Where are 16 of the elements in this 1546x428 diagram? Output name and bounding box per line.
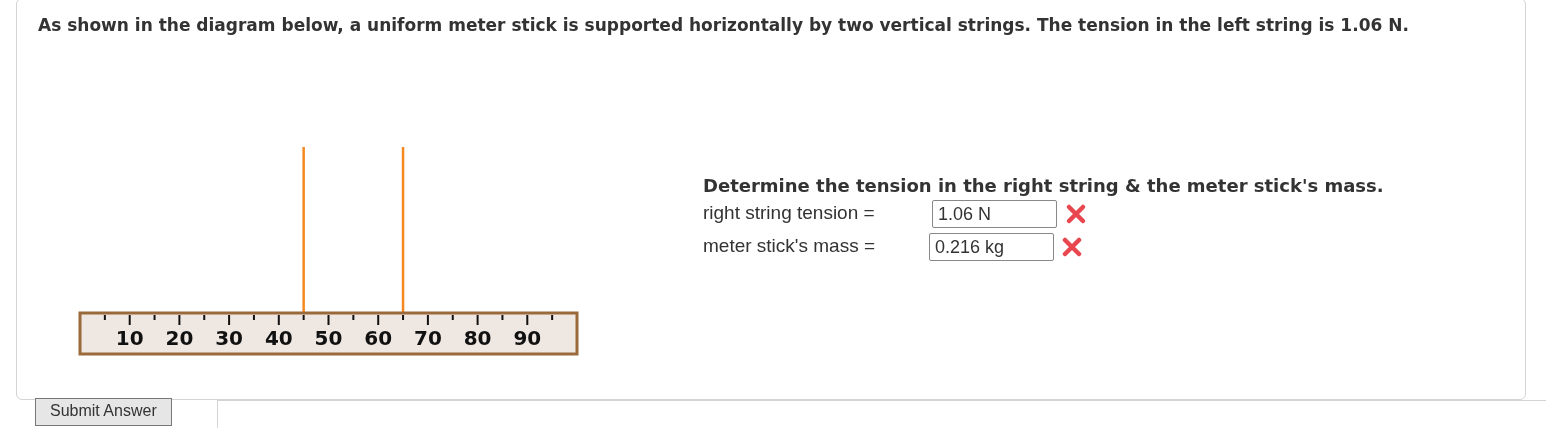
scale-number: 20 xyxy=(165,326,194,350)
answer-field: 0.216 kg xyxy=(929,233,1054,261)
answer-field: 1.06 N xyxy=(932,200,1057,228)
field-label: right string tension = xyxy=(703,202,875,224)
submit-button: Submit Answer xyxy=(35,398,172,426)
scale-number: 70 xyxy=(413,326,442,350)
field-label: meter stick's mass = xyxy=(703,235,876,257)
scale-number: 40 xyxy=(264,326,293,350)
scale-number: 80 xyxy=(463,326,492,350)
scale-number: 50 xyxy=(314,326,343,350)
scale-number: 60 xyxy=(364,326,393,350)
scale-number: 90 xyxy=(513,326,542,350)
prompt-text: Determine the tension in the right string & the meter stick's mass. xyxy=(703,175,1384,196)
scale-number: 10 xyxy=(115,326,144,350)
scale-number: 30 xyxy=(215,326,243,350)
question-text: As shown in the diagram below, a uniform meter stick is supported horizontally by two vertical strings. The tension in the left string is 1.06 N. xyxy=(38,14,1410,37)
